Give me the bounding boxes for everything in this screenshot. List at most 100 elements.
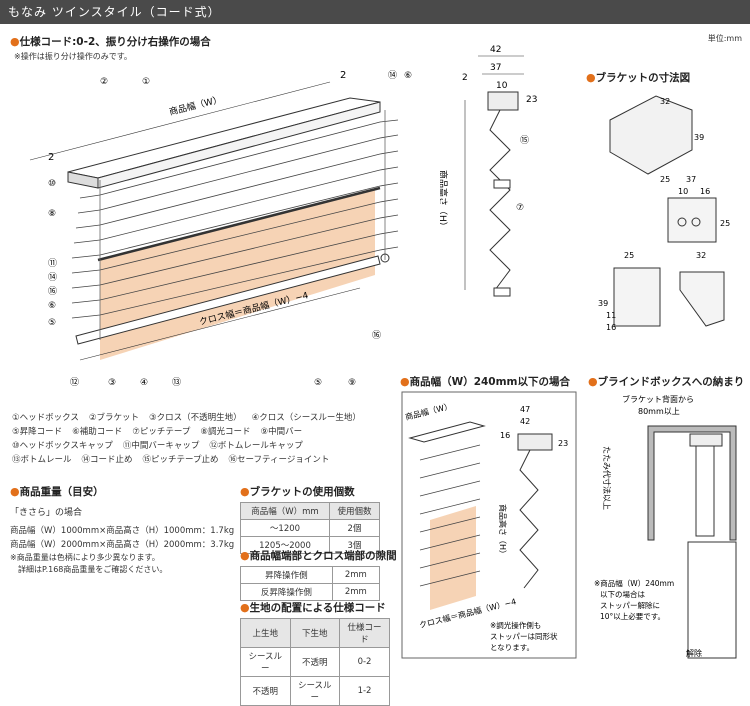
parts-legend: ①ヘッドボックス ②ブラケット ③クロス（不透明生地） ④クロス（シースルー生地… <box>12 411 412 467</box>
small-note-3: となります。 <box>490 643 534 652</box>
legend-item: ⑥補助コード <box>72 427 123 437</box>
width-dim-line <box>29 81 331 161</box>
small-note-2: ストッパーは同形状 <box>490 631 558 641</box>
blind-box-top-label-1: ブラケット背面から <box>622 394 694 404</box>
bullet-icon: ● <box>10 35 20 48</box>
legend-item: ④クロス（シースルー生地） <box>251 413 361 423</box>
legend-item: ⑧調光コード <box>200 427 251 437</box>
weight-note-2: 詳細はP.168商品重量をご確認ください。 <box>10 565 168 574</box>
callout-6a: ⑥ <box>404 71 412 81</box>
small-width-title: 商品幅（W）240mm以下の場合 <box>409 376 570 388</box>
bullet-icon: ● <box>400 375 410 388</box>
blind-box-note-3: ストッパー解除に <box>600 600 660 610</box>
dim-23: 23 <box>526 95 537 105</box>
gap-title: 商品幅端部とクロス端部の隙間 <box>249 550 397 562</box>
bracket-dim-25b: 25 <box>720 219 730 228</box>
bracket-dim-39b: 39 <box>598 299 608 308</box>
small-opaque-fabric <box>430 506 476 610</box>
product-width-label: 商品幅（W） <box>168 93 223 118</box>
weight-subtitle: 「きさら」の場合 <box>10 508 83 518</box>
bracket-dim-16: 16 <box>700 187 710 196</box>
callout-4: ④ <box>140 378 148 388</box>
bracket-iso <box>609 95 693 175</box>
table-cell: シースルー <box>240 647 291 677</box>
legend-row: ⑩ヘッドボックスキャップ ⑪中間バーキャップ ⑫ボトムレールキャップ <box>12 439 412 453</box>
legend-item: ②ブラケット <box>88 413 139 423</box>
small-width-frame <box>401 391 577 659</box>
callout-16b: ⑯ <box>372 330 381 341</box>
callout-7: ⑦ <box>516 203 524 213</box>
legend-item: ⑤昇降コード <box>12 427 63 437</box>
callout-3: ③ <box>108 378 116 388</box>
bracket-dim-16b: 16 <box>606 323 616 332</box>
weight-line-2: 商品幅（W）2000mm×商品高さ（H）2000mm：3.7kg <box>10 540 235 550</box>
bracket-dim-25: 25 <box>660 175 670 184</box>
bracket-dim-39: 39 <box>694 133 704 142</box>
table-cell: 0-2 <box>339 647 390 677</box>
bracket-dim-37: 37 <box>686 175 696 184</box>
bullet-icon: ● <box>10 485 20 498</box>
side-profile-diagram: 42 37 10 23 2 商品高さ（H） ⑮ ⑦ <box>440 45 537 297</box>
blind-box-section-header: ●ブラインドボックスへの納まり <box>588 374 744 389</box>
blind-main-diagram: 商品幅（W） クロス幅＝商品幅（W）−4 2 2 ② ① ⑭ ⑥ ⑩ ⑧ ⑪ ⑭… <box>29 70 412 388</box>
callout-6: ⑥ <box>48 301 56 311</box>
bracket-dim-diagram: 32 39 25 37 10 16 25 25 32 39 11 16 <box>598 95 730 332</box>
legend-item: ⑨中間バー <box>260 427 303 437</box>
callout-11: ⑪ <box>48 258 57 269</box>
small-dim-16: 16 <box>500 431 510 440</box>
table-cell: 2個 <box>328 519 381 537</box>
small-width-label: 商品幅（W） <box>404 401 453 422</box>
small-width-section-header: ●商品幅（W）240mm以下の場合 <box>400 374 570 389</box>
bullet-icon: ● <box>240 485 250 498</box>
blind-box-diagram: ブラケット背面から 80mm以上 たたみ代寸法以上 ※商品幅（W）240mm 以… <box>594 394 737 659</box>
legend-item: ⑮ピッチテープ止め <box>142 455 219 465</box>
callout-5: ⑤ <box>48 318 56 328</box>
dim-10: 10 <box>496 81 508 91</box>
bracket-section-title: ブラケットの寸法図 <box>595 72 691 84</box>
dim-2-left: 2 <box>48 152 54 163</box>
callout-14a: ⑭ <box>388 70 397 81</box>
small-height-label: 商品高さ（H） <box>498 504 508 558</box>
table-cell: 不透明 <box>289 647 341 677</box>
small-width-diagram: 商品幅（W） クロス幅＝商品幅（W）−4 47 42 16 23 商品高さ（H）… <box>401 391 577 659</box>
legend-item: ⑯セーフティージョイント <box>228 455 330 465</box>
bracket-dim-25c: 25 <box>624 251 634 260</box>
legend-item: ⑦ピッチテープ <box>132 427 191 437</box>
weight-note-1: ※商品重量は色柄により多少異なります。 <box>10 553 160 562</box>
bullet-icon: ● <box>240 601 250 614</box>
blind-box-frame <box>647 425 737 541</box>
table-cell: 〜1200 <box>240 519 330 537</box>
legend-item: ⑫ボトムレールキャップ <box>209 441 303 451</box>
table-cell: 1-2 <box>339 676 390 706</box>
callout-1: ① <box>142 77 150 87</box>
small-note-1: ※調光操作側も <box>490 620 541 630</box>
table-header: 使用個数 <box>328 502 381 520</box>
table-cell: 反昇降操作側 <box>240 583 333 601</box>
weight-section: ●商品重量（目安） 「きさら」の場合 商品幅（W）1000mm×商品高さ（H）1… <box>10 484 240 576</box>
legend-item: ①ヘッドボックス <box>12 413 79 423</box>
legend-row: ⑬ボトムレール ⑭コード止め ⑮ピッチテープ止め ⑯セーフティージョイント <box>12 453 412 467</box>
blind-box-note-1: ※商品幅（W）240mm <box>594 578 674 588</box>
main-section-header: ●仕様コード:0-2、振り分け右操作の場合 <box>10 34 211 49</box>
dim-2-side: 2 <box>462 73 468 83</box>
bracket-count-title: ブラケットの使用個数 <box>249 486 355 498</box>
bullet-icon: ● <box>588 375 598 388</box>
legend-row: ①ヘッドボックス ②ブラケット ③クロス（不透明生地） ④クロス（シースルー生地… <box>12 411 412 425</box>
dim-2-top: 2 <box>340 70 346 81</box>
callout-10: ⑩ <box>48 179 56 189</box>
callout-9: ⑨ <box>348 378 356 388</box>
release-label: 解除 <box>686 648 702 658</box>
weight-line-1: 商品幅（W）1000mm×商品高さ（H）1000mm：1.7kg <box>10 526 235 536</box>
page-title: もなみ ツインスタイル（コード式） <box>0 0 750 24</box>
table-cell: 2mm <box>331 566 381 584</box>
dim-42: 42 <box>490 45 501 55</box>
bracket-dim-32b: 32 <box>696 251 706 260</box>
table-header: 下生地 <box>289 618 341 648</box>
cord-stopper <box>380 253 390 263</box>
